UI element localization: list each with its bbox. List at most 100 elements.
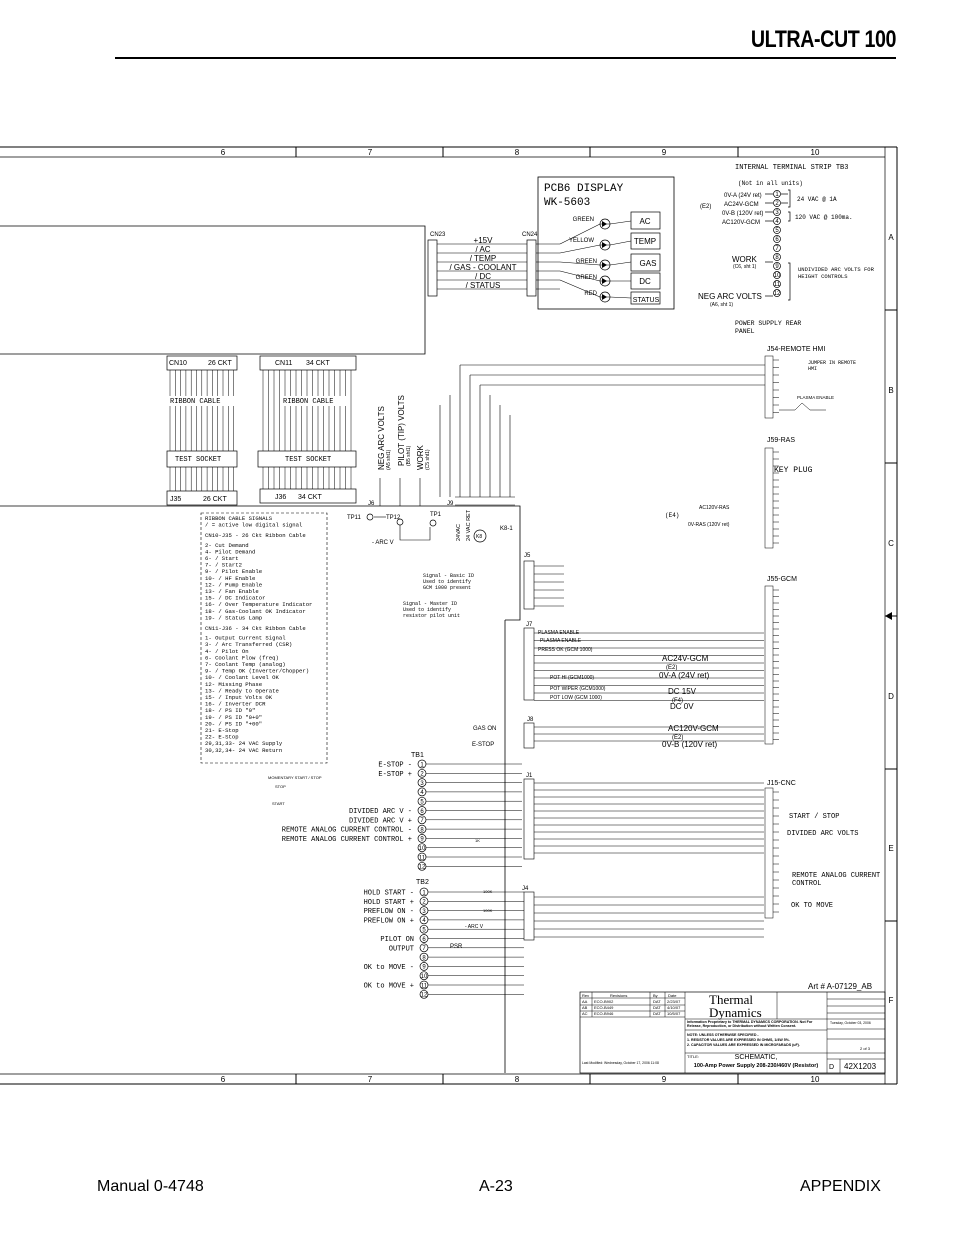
- ribbon-signal: 3- / Arc Transferred (CSR): [205, 641, 292, 648]
- header-rule: [115, 57, 896, 59]
- svg-text:(C5 sht1): (C5 sht1): [425, 449, 431, 470]
- svg-text:1. RESISTOR VALUES ARE EXPRESS: 1. RESISTOR VALUES ARE EXPRESSED IN OHMS…: [687, 1038, 790, 1042]
- signal-label: / DC: [475, 272, 491, 281]
- svg-text:ECO-B946: ECO-B946: [594, 1011, 614, 1016]
- terminal-number: 7: [422, 946, 426, 952]
- tb3-terminal-strip: INTERNAL TERMINAL STRIP TB3 (Not in all …: [698, 164, 874, 335]
- pcb6-part: WK-5603: [544, 197, 590, 209]
- terminal-number: 9: [420, 837, 424, 843]
- svg-text:DIVIDED ARC VOLTS: DIVIDED ARC VOLTS: [787, 830, 858, 838]
- board-connectors: J5 J7 J8 J1 J4 Signal - Basic ID Used to…: [403, 553, 764, 941]
- ribbon-signal: 29,31,33- 24 VAC Supply: [205, 740, 283, 747]
- tb3-e2: (E2): [700, 204, 711, 210]
- ribbon-signal: 16- / Over Temperature Indicator: [205, 601, 312, 608]
- cn23-label: CN23: [430, 232, 446, 238]
- ribbon-signal: 13- / Ready to Operate: [205, 687, 279, 694]
- j54-title: J54-REMOTE HMI: [767, 346, 825, 353]
- row-label: B: [888, 386, 893, 395]
- ribbon-signal: 6- Coolant Flow (freq): [205, 654, 279, 661]
- tb3-work-ref: (C6, sht 1): [733, 264, 757, 270]
- svg-text:4: 4: [775, 219, 779, 225]
- tb3-right: 120 VAC @ 100ma.: [795, 214, 853, 221]
- tb3-neg-ref: (A6, sht 1): [710, 302, 733, 308]
- cn10-label: CN10: [169, 360, 187, 367]
- svg-text:(E2): (E2): [666, 665, 677, 671]
- dwg-number: 42X1203: [844, 1062, 877, 1071]
- svg-text:2/23/07: 2/23/07: [667, 999, 681, 1004]
- size-label: D: [829, 1064, 834, 1071]
- footer-section: APPENDIX: [800, 1178, 881, 1195]
- ribbon-signal: 9- / Temp OK (Inverter/Chopper): [205, 668, 309, 675]
- ind-label: DC: [639, 277, 651, 286]
- tb1-tb2: TB1 TB2 MOMENTARY START / STOP STOP STAR…: [268, 752, 524, 999]
- cn24-label: CN24: [522, 232, 538, 238]
- footer-manual: Manual 0-4748: [97, 1178, 204, 1195]
- terminal-label: REMOTE ANALOG CURRENT CONTROL +: [282, 836, 412, 844]
- terminal-label: OK to MOVE -: [364, 964, 414, 972]
- col-label: 8: [515, 148, 520, 157]
- tp1-label: TP1: [430, 512, 442, 518]
- row-label: A: [888, 233, 894, 242]
- j36-ckt: 34 CKT: [298, 494, 322, 501]
- svg-text:3: 3: [775, 210, 779, 216]
- svg-text:DC 15V: DC 15V: [668, 687, 697, 696]
- connector-body: [764, 787, 774, 919]
- svg-text:PRESS OK (GCM 1000): PRESS OK (GCM 1000): [538, 647, 593, 653]
- plasma-enable-switch: [779, 402, 826, 411]
- terminal-number: 5: [422, 928, 426, 934]
- svg-text:AA: AA: [582, 999, 588, 1004]
- terminal-label: HOLD START +: [364, 899, 414, 907]
- svg-text:POT LOW (GCM 1000): POT LOW (GCM 1000): [550, 695, 602, 701]
- connector-body: [764, 447, 774, 549]
- j7-label: J7: [526, 622, 533, 628]
- svg-text:1K: 1K: [475, 838, 480, 843]
- signal-label: / STATUS: [466, 281, 501, 290]
- terminal-number: 8: [420, 827, 424, 833]
- row-label: D: [888, 692, 894, 701]
- svg-text:PLASMA ENABLE: PLASMA ENABLE: [540, 638, 582, 644]
- ribbon-signal: 18- / Gas-Coolant OK Indicator: [205, 608, 306, 615]
- ribbon-signal: 19- / PS ID "0+0": [205, 714, 262, 721]
- svg-text:6: 6: [775, 237, 779, 243]
- svg-text:resistor pilot unit: resistor pilot unit: [403, 613, 460, 619]
- ribbon-signal: 22- E-Stop: [205, 734, 239, 741]
- svg-text:START: START: [272, 801, 285, 806]
- svg-text:ECO-B449: ECO-B449: [594, 1005, 614, 1010]
- ribbon-signal: 4- Pilot Demand: [205, 548, 255, 555]
- j35-label: J35: [170, 496, 181, 503]
- terminal-number: 2: [420, 772, 424, 778]
- tb2-title: TB2: [416, 879, 429, 886]
- led-color: GREEN: [576, 275, 597, 281]
- signal-label: +15V: [474, 236, 494, 245]
- tb3-note: (Not in all units): [738, 180, 803, 187]
- svg-text:Revisions: Revisions: [610, 993, 627, 998]
- svg-text:START / STOP: START / STOP: [789, 813, 839, 821]
- ribbon-signal: 4- / Pilot On: [205, 648, 249, 655]
- tb3-label: AC24V-GCM: [724, 202, 759, 208]
- test-socket-label: TEST SOCKET: [175, 456, 221, 464]
- signal-label: / TEMP: [470, 254, 497, 263]
- j35-ckt: 26 CKT: [203, 496, 227, 503]
- terminal-label: PREFLOW ON +: [364, 917, 414, 925]
- ind-label: STATUS: [633, 297, 660, 304]
- svg-text:- ARC V: - ARC V: [465, 924, 484, 930]
- svg-text:AC24V-GCM: AC24V-GCM: [662, 654, 709, 663]
- ribbon-signal: 7- / Start2: [205, 562, 242, 569]
- svg-text:Date: Date: [668, 993, 677, 998]
- ribbon-signal: 30,32,34- 24 VAC Return: [205, 747, 282, 754]
- terminal-number: 12: [421, 993, 428, 999]
- svg-text:8: 8: [775, 255, 779, 261]
- svg-text:Signal - Basic ID: Signal - Basic ID: [423, 573, 474, 579]
- tb3-undivided: UNDIVIDED ARC VOLTS FOR HEIGHT CONTROLS: [798, 266, 874, 280]
- j55-title: J55-GCM: [767, 576, 797, 583]
- ribbon-signal: 7- Coolant Temp (analog): [205, 661, 286, 668]
- j1-label: J1: [526, 773, 533, 779]
- svg-text:DAT: DAT: [653, 1005, 661, 1010]
- cn11-label: CN11: [275, 360, 292, 367]
- svg-text:AC120V-GCM: AC120V-GCM: [668, 724, 719, 733]
- svg-text:(E2): (E2): [672, 735, 683, 741]
- svg-text:4/10/07: 4/10/07: [667, 1005, 681, 1010]
- terminal-label: E-STOP -: [378, 762, 412, 770]
- tb3-title: INTERNAL TERMINAL STRIP TB3: [735, 164, 848, 172]
- terminal-label: HOLD START -: [364, 890, 414, 898]
